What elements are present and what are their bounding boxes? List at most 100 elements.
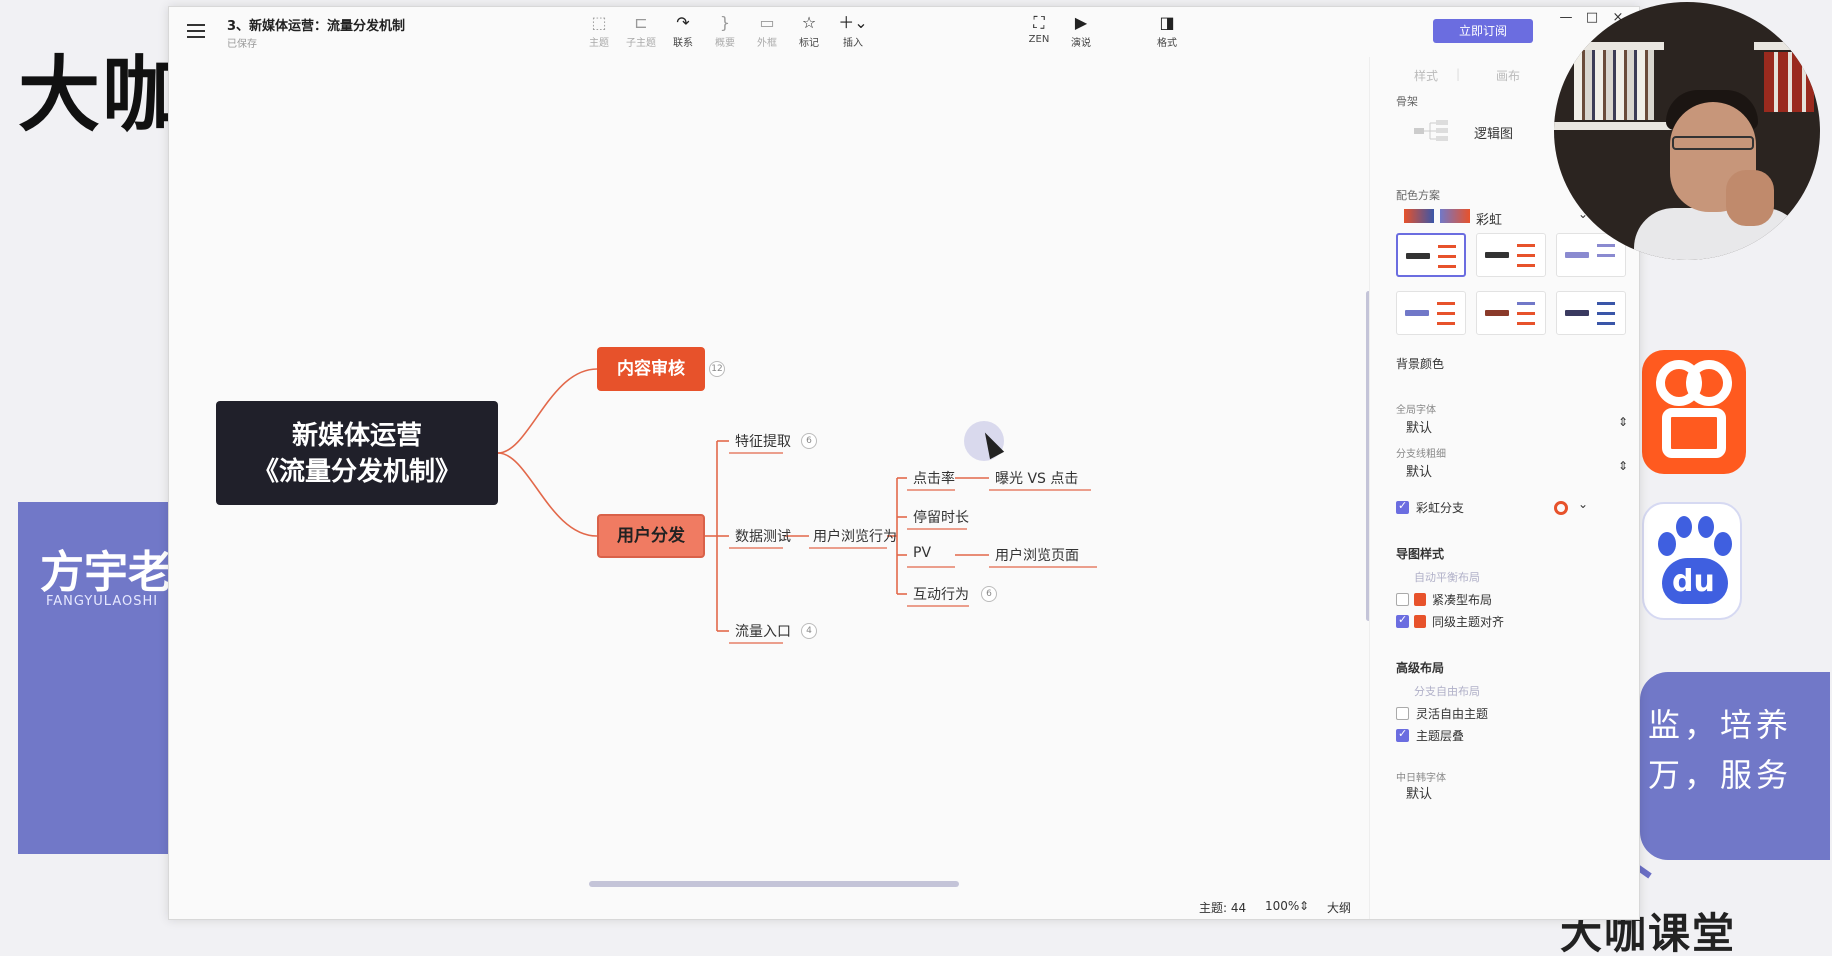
branch-line-value: 默认	[1406, 465, 1433, 480]
mindmap-app-window: 3、新媒体运营：流量分发机制 已保存 ⬚ 主题 ⊏ 子主题 ↷ 联系 } 概要 …	[168, 6, 1640, 920]
topic-data-testing[interactable]: 数据测试	[735, 529, 791, 545]
flexible-free-topic-label: 灵活自由主题	[1416, 707, 1489, 721]
hamburger-menu-icon[interactable]	[185, 20, 207, 42]
relationship-tool-label: 联系	[673, 38, 693, 49]
present-label: 演说	[1071, 38, 1091, 49]
collapsed-count-badge[interactable]: 6	[801, 433, 817, 449]
summary-tool-button[interactable]: } 概要	[701, 13, 749, 49]
branch-free-layout-label[interactable]: 分支自由布局	[1414, 685, 1480, 698]
theme-option[interactable]	[1556, 233, 1626, 277]
topic-content-review[interactable]: 内容审核	[597, 347, 705, 391]
format-panel-toggle[interactable]: ◨ 格式	[1143, 13, 1191, 49]
theme-option[interactable]	[1476, 233, 1546, 277]
topic-pv[interactable]: PV	[913, 545, 932, 561]
zoom-stepper-icon[interactable]: ⇕	[1299, 899, 1310, 913]
title-toolbar: 3、新媒体运营：流量分发机制 已保存 ⬚ 主题 ⊏ 子主题 ↷ 联系 } 概要 …	[169, 7, 1639, 57]
background-teacher-name: 方宇老	[40, 547, 172, 598]
tab-style[interactable]: 样式	[1414, 69, 1439, 83]
branch-line-label: 分支线粗细	[1396, 449, 1446, 460]
theme-option[interactable]	[1396, 291, 1466, 335]
color-scheme-select[interactable]: 彩虹 ⌄	[1404, 205, 1604, 229]
pro-lock-icon	[1414, 615, 1426, 628]
updown-arrow-icon: ⇕	[1617, 459, 1628, 473]
minimize-icon[interactable]: —	[1559, 10, 1573, 25]
mindmap-connectors	[497, 368, 1097, 644]
flexible-free-topic-checkbox[interactable]	[1396, 707, 1409, 720]
topic-click-rate[interactable]: 点击率	[913, 471, 955, 487]
topic-exposure-vs-click[interactable]: 曝光 VS 点击	[995, 471, 1079, 487]
global-font-value: 默认	[1406, 421, 1433, 436]
topic-traffic-entry[interactable]: 流量入口	[735, 624, 791, 640]
rainbow-branch-checkbox[interactable]	[1396, 499, 1409, 514]
align-siblings-checkbox[interactable]	[1396, 613, 1409, 628]
theme-option[interactable]	[1556, 291, 1626, 335]
connector-root-review	[497, 368, 598, 454]
save-status: 已保存	[227, 39, 257, 50]
connector-root-user	[497, 452, 598, 537]
outline-button[interactable]: 大纲	[1327, 901, 1352, 915]
skeleton-label: 骨架	[1396, 95, 1418, 108]
collapsed-count-badge[interactable]: 4	[801, 623, 817, 639]
vertical-scrollbar[interactable]	[1366, 291, 1371, 621]
theme-option[interactable]	[1476, 291, 1546, 335]
mindmap-canvas[interactable]: 新媒体运营 《流量分发机制》 内容审核 12 用户分发 特征提取 6 数据测试 …	[169, 57, 1371, 919]
maximize-icon[interactable]: □	[1585, 10, 1599, 25]
topic-overlap-checkbox[interactable]	[1396, 727, 1409, 742]
zen-mode-button[interactable]: ⛶ ZEN	[1015, 13, 1063, 45]
cjk-font-label: 中日韩字体	[1396, 773, 1446, 784]
pro-lock-icon	[1414, 593, 1426, 606]
cursor-highlight	[964, 421, 1004, 461]
topic-interaction[interactable]: 互动行为	[913, 587, 969, 603]
zen-mode-label: ZEN	[1028, 34, 1050, 45]
close-icon[interactable]: ×	[1612, 10, 1624, 25]
insert-tool-button[interactable]: ＋⌄ 插入	[829, 13, 877, 49]
global-font-label: 全局字体	[1396, 405, 1436, 416]
cjk-font-value: 默认	[1406, 787, 1433, 802]
map-style-heading: 导图样式	[1396, 547, 1445, 561]
background-teacher-card	[18, 502, 178, 854]
play-screen-icon: ▶	[1074, 13, 1088, 32]
format-label: 格式	[1157, 38, 1177, 49]
color-scheme-label: 配色方案	[1396, 189, 1440, 202]
topic-dwell-time[interactable]: 停留时长	[913, 510, 969, 526]
marker-tool-button[interactable]: ☆ 标记	[785, 13, 833, 49]
skeleton-value[interactable]: 逻辑图	[1474, 127, 1514, 142]
tab-canvas[interactable]: 画布	[1496, 69, 1521, 83]
horizontal-scrollbar[interactable]	[589, 881, 959, 887]
theme-option[interactable]	[1396, 233, 1466, 277]
topic-user-browsing-behavior[interactable]: 用户浏览行为	[813, 529, 897, 545]
present-button[interactable]: ▶ 演说	[1057, 13, 1105, 49]
global-font-select[interactable]: 默认 ⇕	[1396, 413, 1632, 439]
collapsed-count-badge[interactable]: 12	[709, 361, 725, 377]
root-topic[interactable]: 新媒体运营 《流量分发机制》	[216, 401, 498, 505]
topic-feature-extraction[interactable]: 特征提取	[735, 434, 791, 450]
relationship-tool-button[interactable]: ↷ 联系	[659, 13, 707, 49]
boundary-tool-button[interactable]: ▭ 外框	[743, 13, 791, 49]
topic-count: 主题: 44	[1199, 901, 1247, 915]
format-panel-tabs: 样式 | 画布	[1370, 63, 1639, 87]
logic-chart-skeleton-icon	[1414, 120, 1448, 141]
zoom-level[interactable]: 100%	[1265, 899, 1300, 913]
advanced-layout-heading: 高级布局	[1396, 661, 1445, 675]
branch-line-select[interactable]: 默认 ⇕	[1396, 457, 1632, 483]
chevron-down-icon[interactable]: ⌄	[1578, 497, 1589, 511]
compact-layout-checkbox[interactable]	[1396, 593, 1409, 606]
baidu-logo-icon: du	[1642, 502, 1742, 620]
background-color-label[interactable]: 背景颜色	[1396, 357, 1445, 371]
auto-balance-label[interactable]: 自动平衡布局	[1414, 571, 1480, 584]
subscribe-button[interactable]: 立即订阅	[1433, 19, 1533, 43]
subtopic-tool-button[interactable]: ⊏ 子主题	[617, 13, 665, 49]
color-scheme-value: 彩虹	[1476, 213, 1503, 228]
chevron-down-icon: ⌄	[1578, 207, 1589, 221]
cjk-font-select[interactable]: 默认	[1396, 779, 1632, 805]
rainbow-color-ring-icon[interactable]	[1554, 501, 1568, 515]
collapsed-count-badge[interactable]: 6	[981, 586, 997, 602]
topic-user-viewed-pages[interactable]: 用户浏览页面	[995, 548, 1079, 564]
topic-icon: ⬚	[591, 13, 607, 32]
topic-user-distribution[interactable]: 用户分发	[597, 514, 705, 558]
summary-tool-label: 概要	[715, 38, 735, 49]
rainbow-swatch-icon	[1440, 209, 1470, 223]
topic-tool-button[interactable]: ⬚ 主题	[575, 13, 623, 49]
rainbow-branch-label: 彩虹分支	[1416, 501, 1465, 515]
align-siblings-label: 同级主题对齐	[1432, 615, 1505, 629]
